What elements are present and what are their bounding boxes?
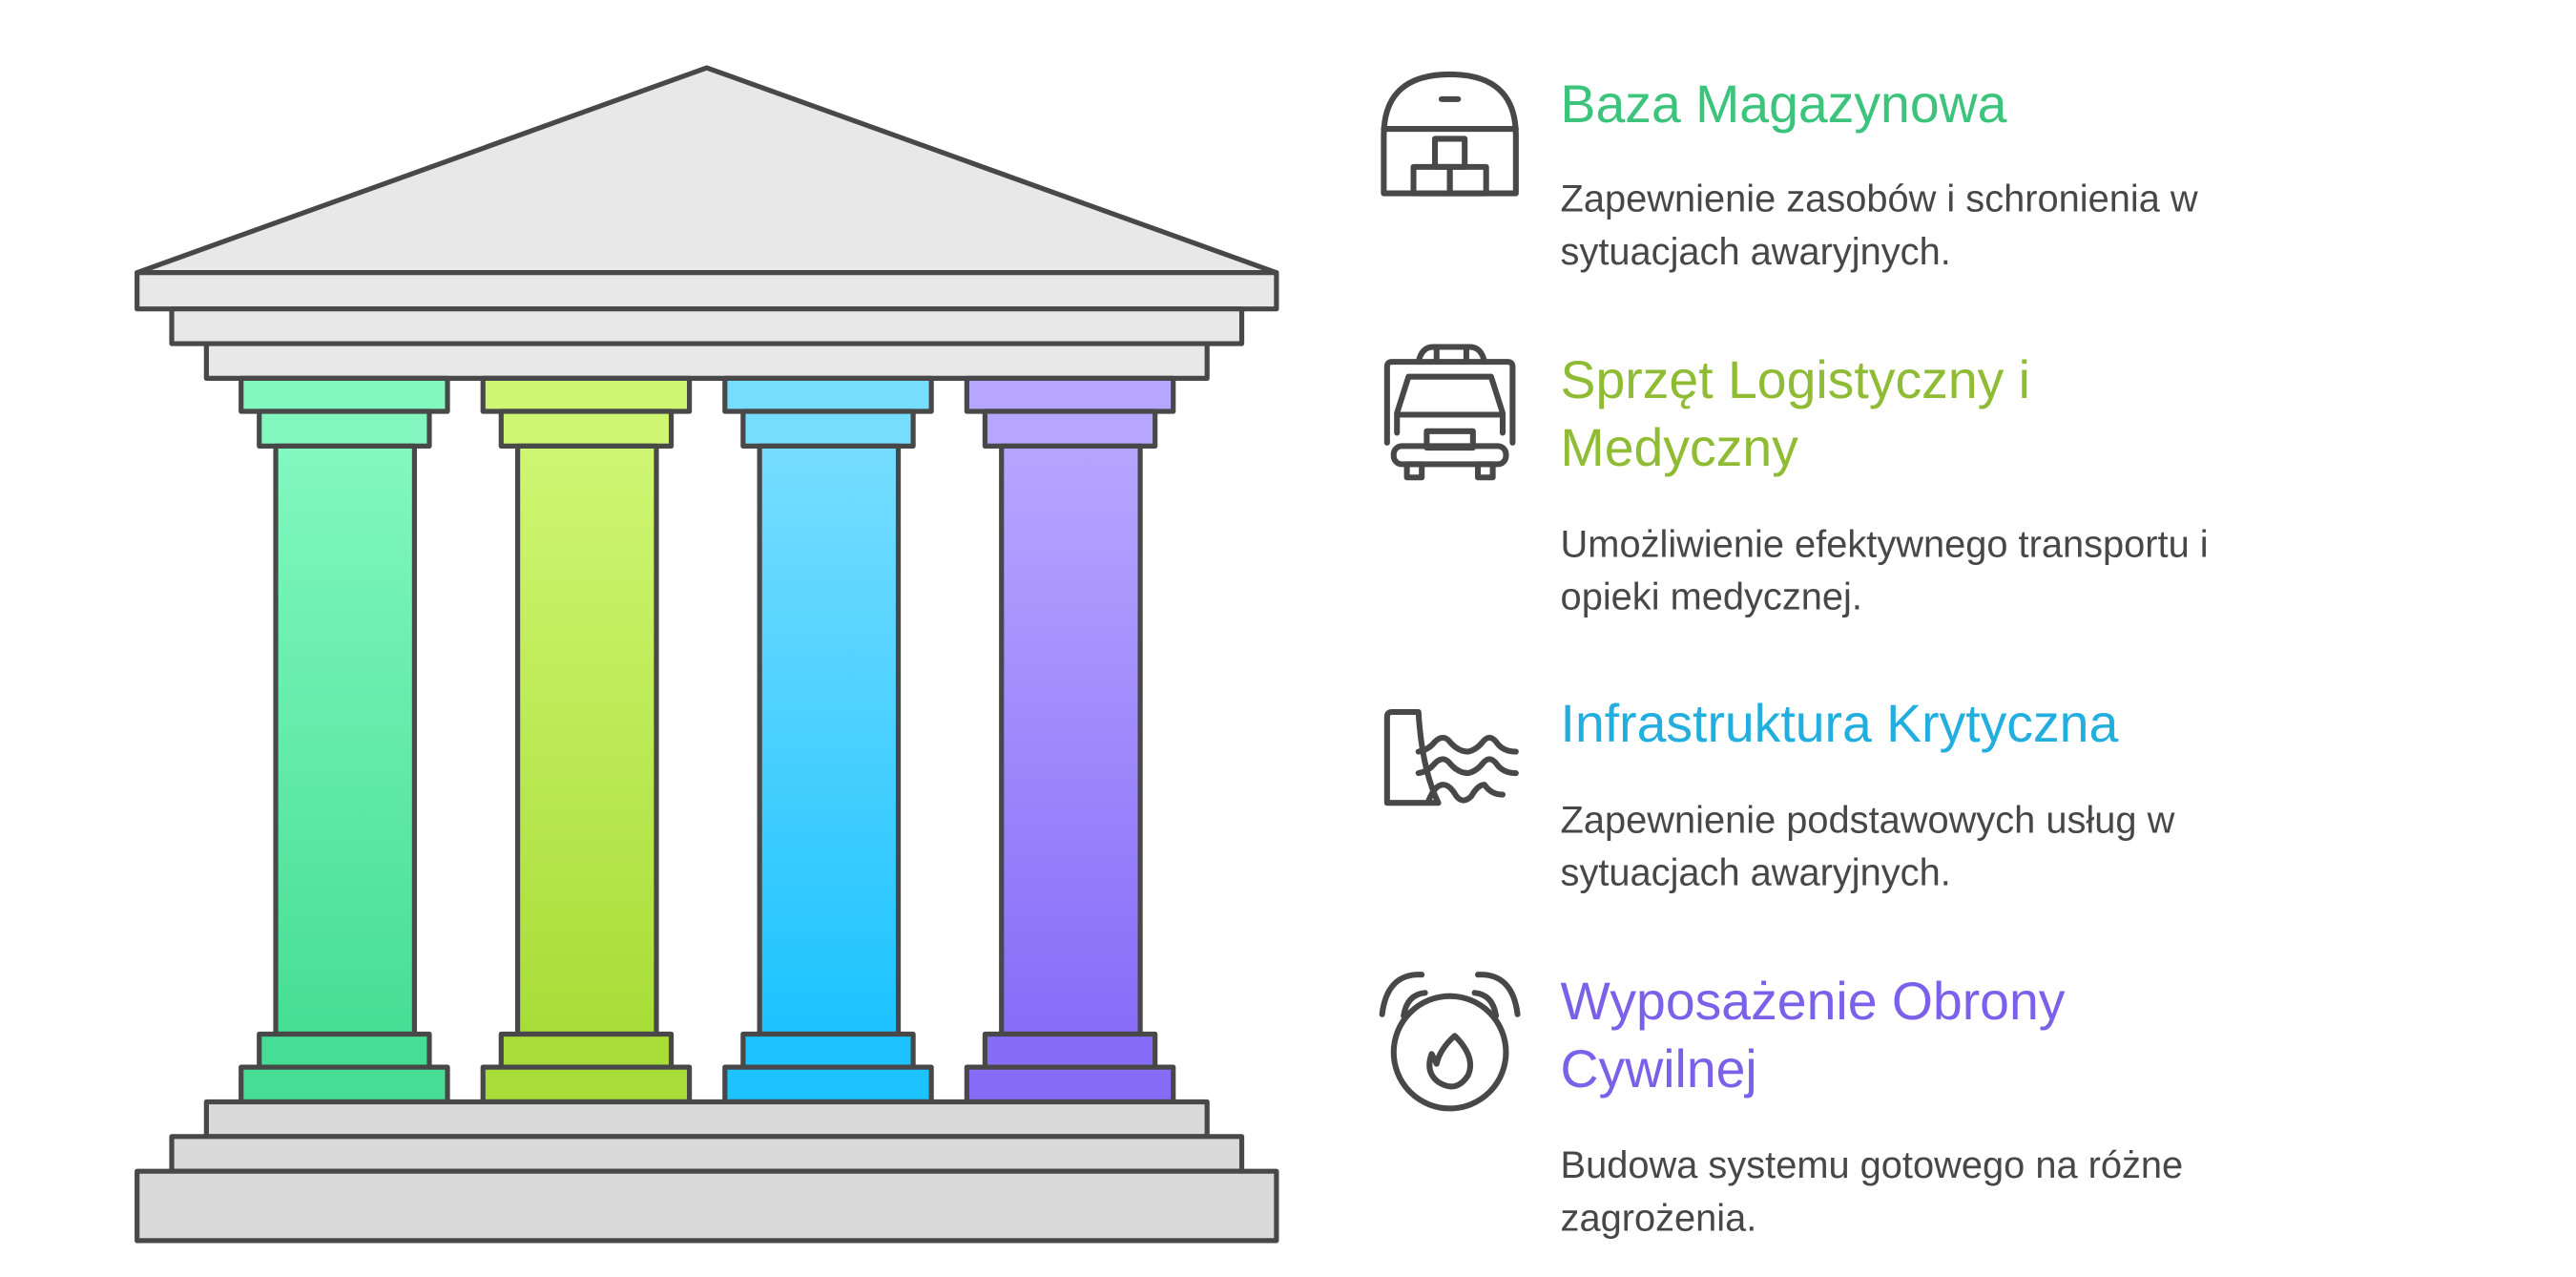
architrave <box>169 306 1245 346</box>
item-title: Baza Magazynowa <box>1561 74 2007 134</box>
pillar-base <box>480 1064 693 1105</box>
pillar-capital-lower <box>498 408 675 449</box>
ambulance-icon <box>1383 344 1516 481</box>
pillar-capital <box>722 375 934 414</box>
item-title: Cywilnej <box>1561 1039 1757 1099</box>
pillar-shaft <box>757 443 902 1037</box>
pillar-capital <box>964 375 1176 414</box>
item-desc: opieki medycznej. <box>1561 576 1862 618</box>
pillar-capital-lower <box>982 408 1158 449</box>
item-title: Medyczny <box>1561 418 1799 477</box>
fire-alarm-icon <box>1379 972 1521 1112</box>
pillar-shaft <box>273 443 418 1037</box>
pillar-3 <box>722 375 934 1105</box>
pillar-capital-lower <box>257 408 432 449</box>
pillar-base-upper <box>257 1031 432 1070</box>
item-title: Wyposażenie Obrony <box>1561 972 2066 1031</box>
item-2: Sprzęt Logistyczny i Medyczny Umożliwien… <box>1561 350 2209 618</box>
pillar-base <box>239 1064 450 1105</box>
pillar-2 <box>480 375 693 1105</box>
pillar-base-upper <box>740 1031 916 1070</box>
item-desc: zagrożenia. <box>1561 1197 1757 1239</box>
item-1: Baza Magazynowa Zapewnienie zasobów i sc… <box>1561 74 2198 273</box>
item-desc: sytuacjach awaryjnych. <box>1561 852 1951 894</box>
roof <box>135 65 1279 276</box>
dam-icon <box>1383 708 1519 806</box>
pillar-capital <box>239 375 450 414</box>
item-desc: Zapewnienie podstawowych usług w <box>1561 799 2175 841</box>
entablature <box>135 270 1279 312</box>
item-desc: Umożliwienie efektywnego transportu i <box>1561 523 2209 565</box>
pillar-base <box>722 1064 934 1105</box>
pillar-base-upper <box>498 1031 675 1070</box>
pillar-1 <box>239 375 450 1105</box>
pillar-4 <box>964 375 1176 1105</box>
pillar-shaft <box>999 443 1143 1037</box>
architrave-lower <box>203 341 1210 382</box>
pillar-base <box>964 1064 1176 1105</box>
item-desc: Budowa systemu gotowego na różne <box>1561 1144 2184 1186</box>
temple <box>135 65 1279 1244</box>
pillar-capital-lower <box>740 408 916 449</box>
pillar-shaft <box>515 443 659 1037</box>
pillar-base-upper <box>982 1031 1158 1070</box>
warehouse-icon <box>1381 71 1519 197</box>
pillar-capital <box>480 375 693 414</box>
item-desc: sytuacjach awaryjnych. <box>1561 231 1951 273</box>
item-title: Sprzęt Logistyczny i <box>1561 350 2030 409</box>
step-bottom <box>135 1168 1279 1244</box>
step-top <box>203 1099 1210 1140</box>
item-title: Infrastruktura Krytyczna <box>1561 694 2119 753</box>
item-3: Infrastruktura Krytyczna Zapewnienie pod… <box>1561 694 2175 894</box>
item-desc: Zapewnienie zasobów i schronienia w <box>1561 178 2198 220</box>
item-4: Wyposażenie Obrony Cywilnej Budowa syste… <box>1561 972 2184 1240</box>
step-middle <box>169 1134 1245 1174</box>
